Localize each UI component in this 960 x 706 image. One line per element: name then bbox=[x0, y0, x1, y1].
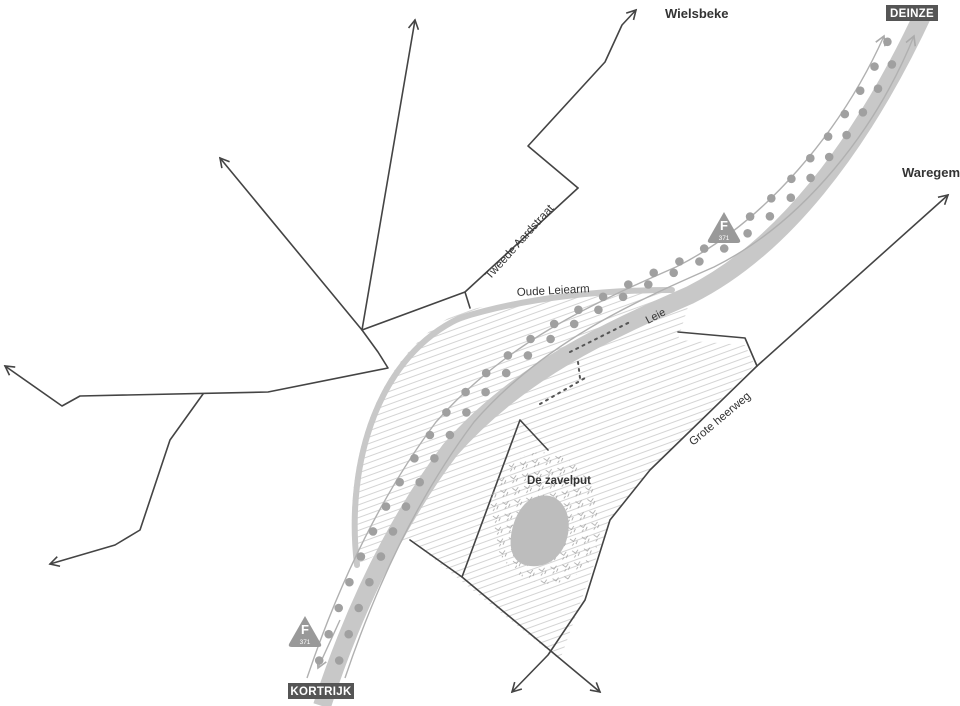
route-dot bbox=[523, 351, 533, 360]
route-dot bbox=[481, 387, 490, 397]
place-label-kortrijk: KORTRIJK bbox=[290, 686, 352, 698]
route-dot bbox=[806, 153, 815, 163]
leie-river bbox=[313, 6, 934, 706]
route-dot bbox=[314, 656, 324, 665]
route-dot bbox=[598, 292, 608, 302]
route-dot bbox=[401, 502, 411, 511]
route-dot bbox=[368, 527, 378, 536]
route-dot bbox=[395, 477, 405, 487]
route-dot bbox=[345, 577, 354, 587]
route-badge-icon: F 371 bbox=[288, 616, 322, 647]
route-dot bbox=[824, 152, 834, 162]
route-dot bbox=[644, 280, 653, 289]
route-dot bbox=[334, 656, 344, 665]
route-dot bbox=[501, 368, 511, 378]
route-dot bbox=[461, 387, 470, 397]
pond bbox=[510, 495, 569, 567]
route-dot bbox=[462, 408, 471, 417]
route-dot bbox=[503, 351, 513, 360]
footpath bbox=[539, 321, 631, 405]
route-dot bbox=[823, 132, 833, 141]
route-dot bbox=[855, 86, 865, 95]
route-dot bbox=[767, 194, 776, 203]
road-south bbox=[461, 576, 602, 694]
place-tag-kortrijk: KORTRIJK bbox=[288, 683, 354, 699]
route-dot bbox=[806, 173, 815, 183]
route-dot bbox=[699, 244, 709, 253]
route-dot bbox=[887, 60, 897, 69]
route-dot bbox=[324, 629, 334, 639]
route-dot bbox=[669, 268, 678, 278]
route-dot bbox=[549, 319, 559, 329]
route-dot bbox=[526, 334, 535, 344]
route-dot bbox=[445, 430, 455, 440]
route-dot bbox=[425, 430, 435, 440]
road-wielsbeke bbox=[527, 8, 638, 189]
route-badge-letter: F bbox=[720, 218, 728, 233]
route-dot bbox=[365, 577, 374, 587]
place-label-deinze: DEINZE bbox=[890, 8, 934, 20]
route-dot bbox=[430, 454, 439, 463]
route-dot bbox=[883, 37, 892, 47]
route-badge-number: 371 bbox=[300, 639, 311, 646]
route-dot bbox=[574, 305, 583, 315]
road-northwest bbox=[218, 156, 363, 331]
route-dot bbox=[842, 130, 851, 140]
route-badge-letter: F bbox=[301, 622, 309, 637]
route-badge-number: 371 bbox=[719, 235, 730, 242]
route-dot bbox=[649, 268, 658, 278]
road-tweede-aardstraat bbox=[464, 291, 471, 309]
route-dot bbox=[481, 368, 491, 378]
route-dot bbox=[356, 552, 366, 561]
route-badge-icon: F 371 bbox=[707, 212, 741, 243]
route-dot bbox=[344, 629, 354, 639]
route-dot bbox=[765, 212, 775, 221]
street-label-oude-leiearm: Oude Leiearm bbox=[517, 283, 590, 299]
route-dot bbox=[376, 552, 386, 561]
place-label-waregem: Waregem bbox=[902, 165, 960, 180]
route-dot bbox=[415, 477, 425, 487]
route-dot bbox=[745, 212, 755, 221]
field-boundary bbox=[677, 331, 758, 367]
route-dot bbox=[840, 109, 850, 119]
road-southwest bbox=[48, 393, 204, 568]
road-south-east bbox=[510, 365, 758, 694]
route-dot bbox=[569, 319, 579, 329]
route-dot bbox=[381, 502, 391, 511]
route-dots bbox=[314, 37, 897, 665]
route-dot bbox=[675, 257, 684, 266]
route-dot bbox=[786, 193, 796, 202]
route-dot bbox=[858, 108, 868, 117]
road-north bbox=[361, 18, 579, 331]
route-dot bbox=[743, 229, 752, 238]
route-dot bbox=[388, 527, 398, 536]
road-west bbox=[3, 329, 389, 407]
place-label-wielsbeke: Wielsbeke bbox=[665, 6, 728, 21]
pond-label: De zavelput bbox=[527, 475, 591, 487]
route-dot bbox=[787, 174, 796, 184]
street-label-tweede-aardstraat: Tweede Aardstraat bbox=[483, 202, 557, 282]
place-tag-deinze: DEINZE bbox=[886, 5, 938, 21]
route-dot bbox=[594, 305, 603, 315]
cycle-route-edge bbox=[344, 34, 917, 679]
route-dot bbox=[354, 603, 364, 613]
road-grote-heerweg bbox=[756, 193, 950, 367]
route-dot bbox=[618, 292, 628, 302]
route-dot bbox=[410, 454, 419, 463]
route-dot bbox=[873, 84, 883, 93]
route-dot bbox=[624, 280, 633, 289]
route-dot bbox=[695, 257, 704, 266]
route-dot bbox=[442, 408, 451, 417]
route-dot bbox=[334, 603, 344, 613]
route-dot bbox=[719, 244, 729, 253]
route-dot bbox=[870, 62, 879, 71]
route-dot bbox=[546, 334, 555, 344]
